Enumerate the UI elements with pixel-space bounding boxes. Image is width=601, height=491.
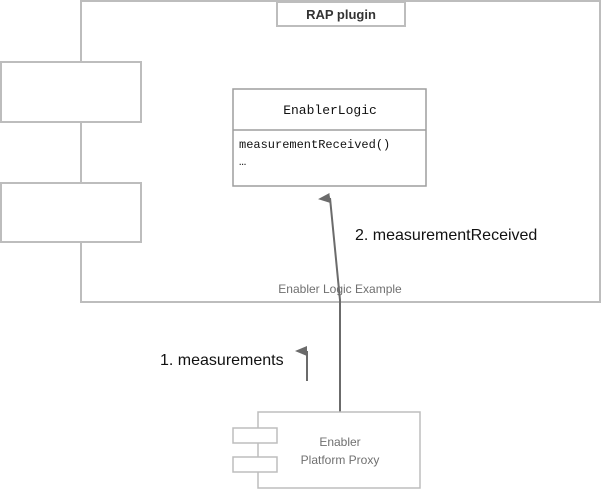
step1-label: 1. measurements bbox=[160, 352, 284, 369]
class-method: measurementReceived() bbox=[239, 138, 390, 152]
rap-plugin-frame: RAP plugin Enabler Logic Example bbox=[80, 0, 601, 303]
platform-proxy-component: Enabler Platform Proxy bbox=[232, 411, 421, 489]
step2-label: 2. measurementReceived bbox=[355, 227, 537, 244]
class-name: EnablerLogic bbox=[283, 103, 377, 118]
component-tab-bottom bbox=[232, 456, 278, 473]
plugin-tab bbox=[276, 1, 406, 27]
component-label-line1: Enabler bbox=[319, 435, 360, 449]
component-box bbox=[257, 411, 421, 489]
class-box bbox=[232, 88, 427, 187]
class-method-ellipsis: … bbox=[239, 155, 246, 169]
port-box-bottom bbox=[0, 182, 142, 243]
plugin-ports bbox=[0, 61, 142, 243]
plugin-tab-label: RAP plugin bbox=[306, 7, 376, 22]
plugin-frame-caption: Enabler Logic Example bbox=[278, 282, 402, 296]
component-label-line2: Platform Proxy bbox=[301, 453, 380, 467]
port-box-top bbox=[0, 61, 142, 123]
enabler-logic-class: EnablerLogic measurementReceived() … bbox=[232, 88, 427, 187]
measurement-received-arrow bbox=[318, 193, 341, 412]
component-tab-top bbox=[232, 427, 278, 444]
